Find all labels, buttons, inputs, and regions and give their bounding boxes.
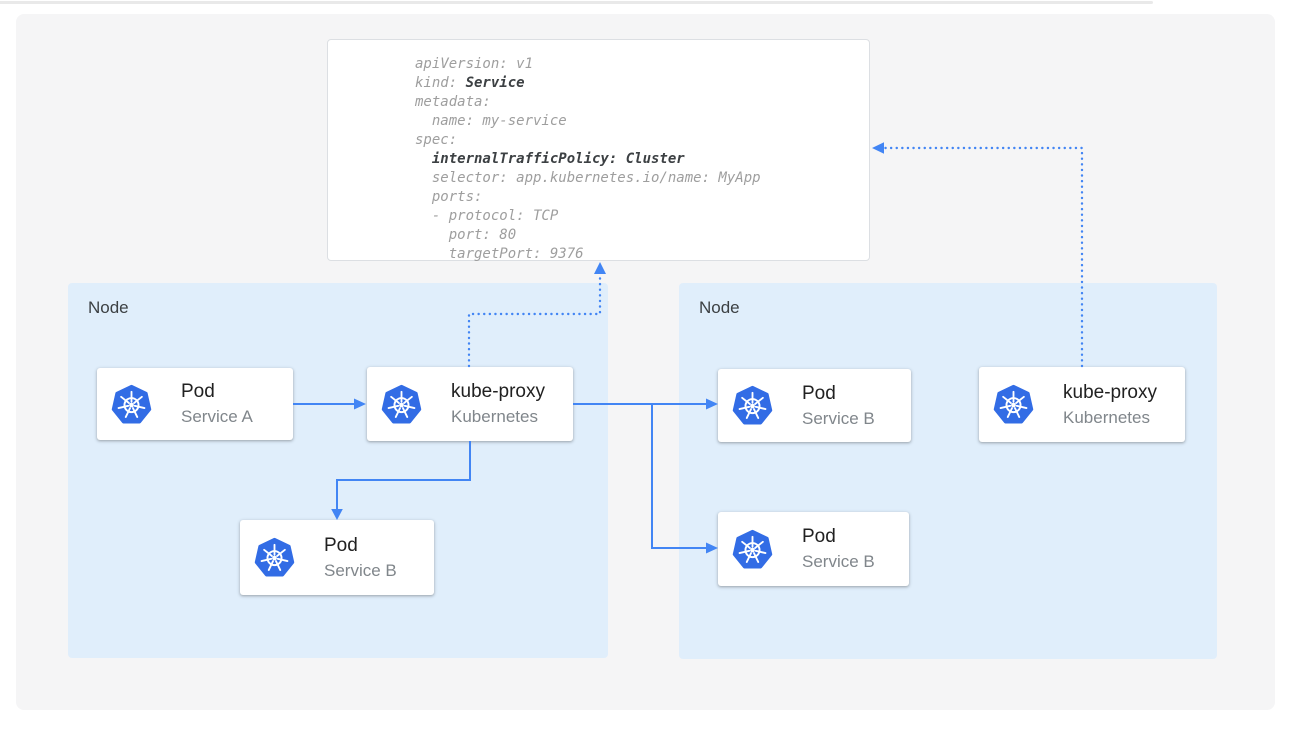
pod-service-b-left-card: Pod Service B [240, 520, 434, 595]
node-label: Node [699, 298, 740, 317]
service-yaml-card: apiVersion: v1 kind: Service metadata: nam… [327, 39, 870, 262]
card-title: kube-proxy [1063, 381, 1157, 403]
card-title: Pod [324, 534, 358, 556]
top-divider [0, 1, 1153, 4]
yaml-line: spec: [415, 132, 458, 148]
kubernetes-logo-icon [731, 384, 774, 427]
pod-service-b-right-top-card: Pod Service B [718, 369, 911, 442]
card-subtitle: Kubernetes [1063, 407, 1150, 427]
kubernetes-logo-icon [992, 383, 1035, 426]
yaml-line: apiVersion: v1 [415, 56, 534, 72]
card-title: Pod [802, 382, 836, 404]
card-title: Pod [181, 381, 215, 402]
card-subtitle: Service A [181, 407, 253, 426]
pod-service-a-card: Pod Service A [97, 368, 293, 440]
pod-service-b-right-bottom-card: Pod Service B [718, 512, 909, 586]
card-title: kube-proxy [451, 381, 545, 402]
kubernetes-logo-icon [110, 383, 153, 426]
yaml-line: targetPort: 9376 [415, 246, 584, 262]
yaml-line: metadata: [415, 94, 491, 110]
card-subtitle: Service B [802, 552, 875, 571]
yaml-line: - protocol: TCP [415, 208, 559, 224]
kubernetes-logo-icon [253, 536, 296, 579]
kube-proxy-left-card: kube-proxy Kubernetes [367, 367, 573, 441]
kubernetes-logo-icon [731, 528, 774, 571]
node-box-right: Node Pod Service B [679, 283, 1217, 659]
yaml-line: kind: Service [415, 75, 525, 91]
yaml-line: port: 80 [415, 227, 517, 243]
yaml-line: internalTrafficPolicy: Cluster [431, 151, 685, 167]
node-box-left: Node Pod Service A [68, 283, 608, 658]
yaml-line: ports: [415, 189, 483, 205]
yaml-line: selector: app.kubernetes.io/name: MyApp [415, 170, 761, 186]
diagram-canvas: apiVersion: v1 kind: Service metadata: nam… [16, 14, 1275, 710]
card-subtitle: Kubernetes [451, 407, 538, 426]
card-title: Pod [802, 526, 836, 547]
kubernetes-logo-icon [380, 383, 423, 426]
yaml-line: name: my-service [415, 113, 567, 129]
card-subtitle: Service B [802, 408, 875, 428]
card-subtitle: Service B [324, 560, 397, 580]
kube-proxy-right-card: kube-proxy Kubernetes [979, 367, 1185, 442]
node-label: Node [88, 298, 129, 317]
